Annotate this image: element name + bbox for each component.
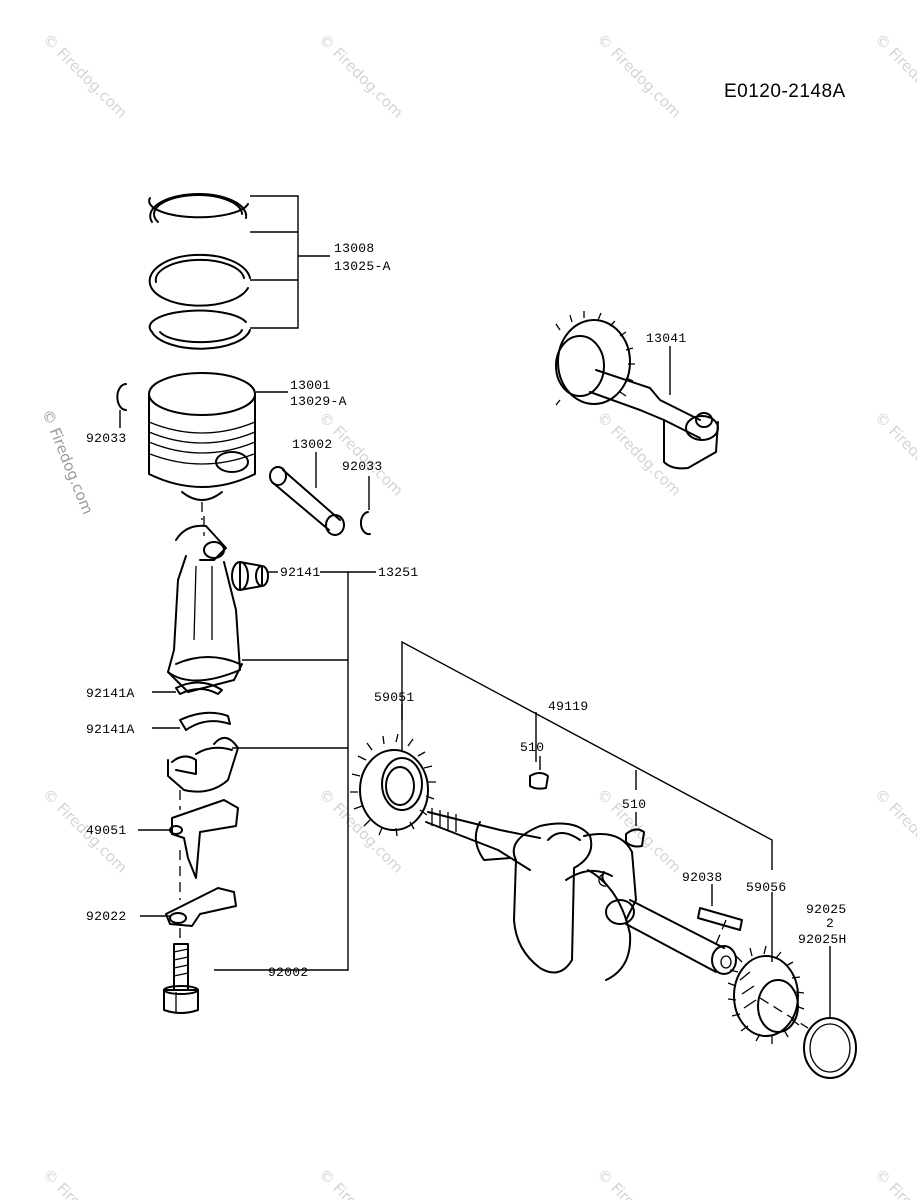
watermark: © Firedog.com bbox=[315, 408, 407, 500]
label-92141: 92141 bbox=[280, 565, 321, 580]
bolt bbox=[163, 943, 199, 1014]
watermark: © Firedog.com bbox=[871, 785, 917, 877]
camshaft bbox=[555, 311, 719, 470]
crank-gear-left bbox=[350, 704, 436, 837]
label-13251: 13251 bbox=[378, 565, 419, 580]
rings-leader bbox=[250, 195, 330, 329]
label-92141a-upper: 92141A bbox=[86, 686, 135, 701]
label-510-a: 510 bbox=[520, 740, 544, 755]
label-59056: 59056 bbox=[746, 880, 787, 895]
watermark: © Firedog.com bbox=[593, 1165, 685, 1200]
key-92038 bbox=[697, 884, 743, 931]
label-92038: 92038 bbox=[682, 870, 723, 885]
watermark: © Firedog.com bbox=[315, 30, 407, 122]
crank-gear-right bbox=[727, 892, 805, 1044]
label-92002: 92002 bbox=[268, 965, 309, 980]
label-92141a-lower: 92141A bbox=[86, 722, 135, 737]
label-92025h: 92025H bbox=[798, 932, 847, 947]
watermark: © Firedog.com bbox=[315, 1165, 407, 1200]
bearing-upper bbox=[152, 681, 223, 695]
label-92033-left: 92033 bbox=[86, 431, 127, 446]
o-ring bbox=[759, 946, 857, 1079]
bearing-lower bbox=[152, 711, 231, 731]
balancer-link bbox=[138, 799, 239, 900]
label-510-b: 510 bbox=[622, 797, 646, 812]
small-end-bushing bbox=[231, 561, 278, 591]
label-92033-right: 92033 bbox=[342, 459, 383, 474]
label-13001: 13001 bbox=[290, 378, 331, 393]
label-49119: 49119 bbox=[548, 699, 589, 714]
label-13008: 13008 bbox=[334, 241, 375, 256]
woodruff-key-1 bbox=[529, 756, 549, 790]
circlip-left bbox=[116, 383, 127, 428]
crank-assy-bracket bbox=[401, 640, 773, 870]
watermark-main: © Firedog.com bbox=[38, 407, 96, 517]
piston bbox=[148, 372, 256, 520]
label-13025-a: 13025-A bbox=[334, 259, 391, 274]
watermark: © Firedog.com bbox=[593, 408, 685, 500]
watermark: © Firedog.com bbox=[871, 30, 917, 122]
watermark-layer: © Firedog.com © Firedog.com © Firedog.co… bbox=[38, 30, 917, 1200]
watermark: © Firedog.com bbox=[39, 30, 131, 122]
label-59051: 59051 bbox=[374, 690, 415, 705]
watermark: © Firedog.com bbox=[593, 30, 685, 122]
label-13041: 13041 bbox=[646, 331, 687, 346]
crankshaft bbox=[425, 808, 737, 981]
label-13029-a: 13029-A bbox=[290, 394, 347, 409]
label-49051: 49051 bbox=[86, 823, 127, 838]
conrod-cap bbox=[167, 737, 239, 810]
label-separator-2: 2 bbox=[826, 916, 834, 931]
watermark: © Firedog.com bbox=[871, 1165, 917, 1200]
piston-rings bbox=[148, 193, 251, 350]
piston-pin bbox=[269, 452, 345, 536]
watermark: © Firedog.com bbox=[871, 408, 917, 500]
circlip-right bbox=[359, 476, 371, 536]
watermark: © Firedog.com bbox=[39, 1165, 131, 1200]
conrod-bracket bbox=[214, 571, 376, 971]
diagram-code: E0120-2148A bbox=[724, 81, 846, 102]
connecting-rod bbox=[167, 516, 243, 693]
woodruff-key-2 bbox=[625, 812, 645, 848]
label-92025: 92025 bbox=[806, 902, 847, 917]
label-13002: 13002 bbox=[292, 437, 333, 452]
lock-washer bbox=[140, 887, 237, 944]
label-92022: 92022 bbox=[86, 909, 127, 924]
